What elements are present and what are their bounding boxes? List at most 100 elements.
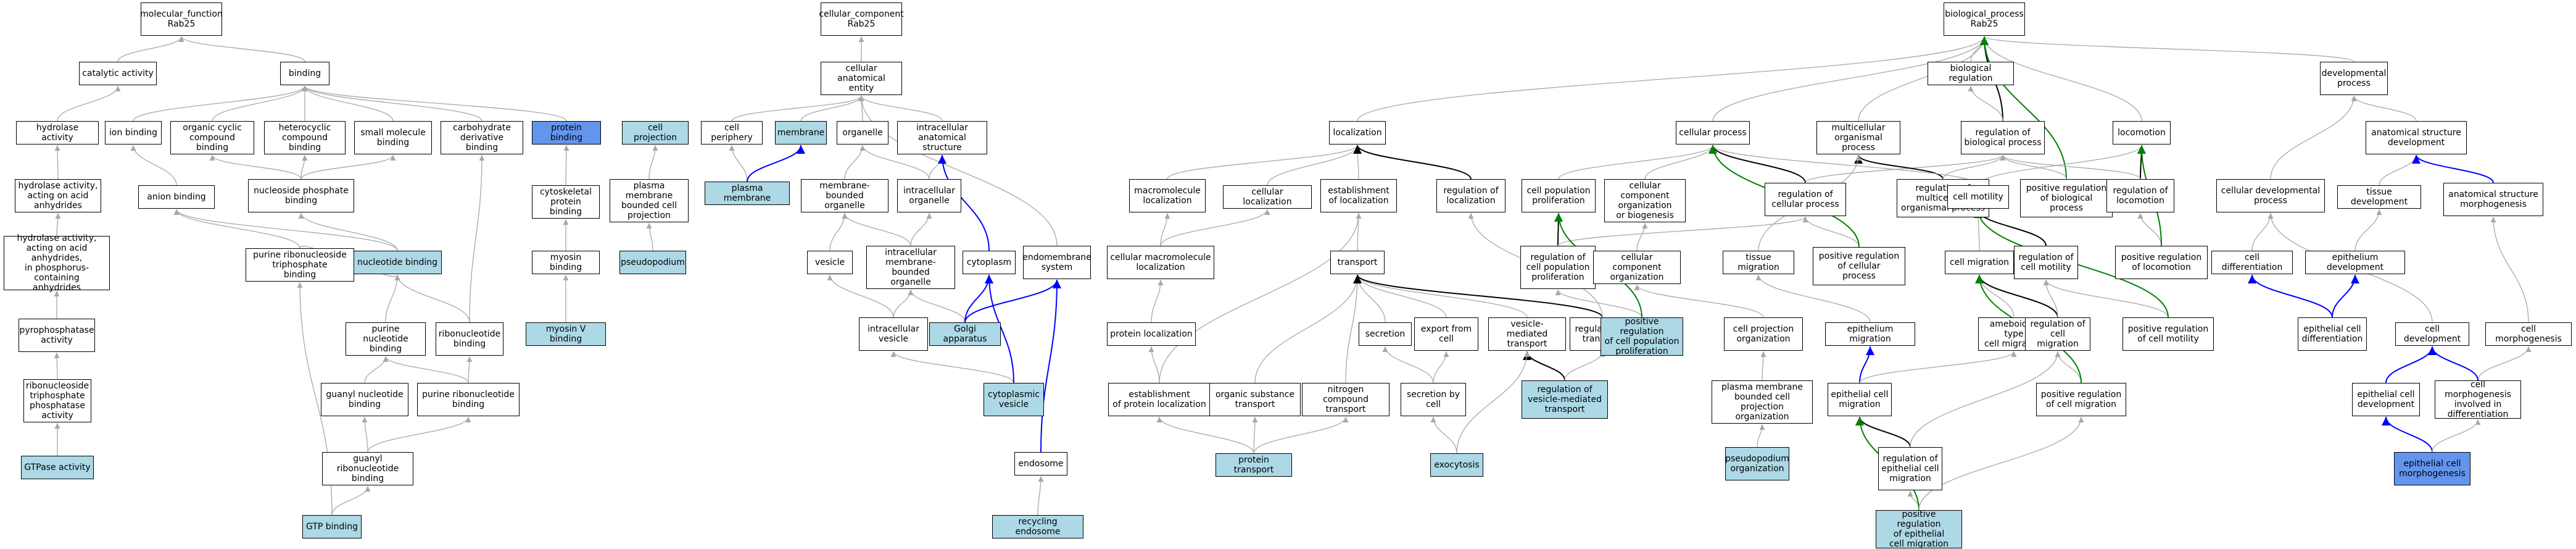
edge-prottrans-to-nitrogen	[1253, 416, 1349, 454]
edge-asm-to-asd	[2412, 154, 2494, 183]
edge-exocytosis-to-secbycell	[1430, 416, 1457, 454]
edge-regmulti-to-multicell	[1854, 154, 1944, 180]
edge-estloc-to-localization	[1354, 145, 1360, 180]
node-guanylnuc: guanyl nucleotide binding	[321, 383, 408, 416]
edge-hydah-to-hyd	[54, 145, 60, 180]
edge-nucphos-to-hetcyc	[300, 154, 308, 180]
edge-iv-to-vesicle	[827, 274, 894, 318]
edge-pm-to-membrane	[747, 145, 805, 182]
node-pmbcp: plasma membrane bounded cell projection	[610, 179, 689, 222]
edge-multicell-to-bp	[1858, 36, 1987, 122]
node-regcpp: regulation of cell population proliferat…	[1520, 246, 1596, 289]
edge-cellmorph-to-asm	[2490, 216, 2529, 323]
edge-asd-to-devproc	[2351, 95, 2417, 122]
node-binding: binding	[280, 62, 329, 85]
edge-locomotion-to-bp	[1981, 36, 2142, 122]
node-orgsub: organic substance transport	[1209, 383, 1301, 416]
node-asm: anatomical structure morphogenesis	[2443, 183, 2543, 216]
node-regcellmot: regulation of cell motility	[2014, 246, 2078, 279]
edge-ribonuc-to-nucleotide	[394, 274, 470, 323]
edge-pmbcp-to-cellproj	[648, 145, 658, 180]
edge-protloc-to-cellmacroloc	[1151, 279, 1164, 323]
node-gtpb: GTP binding	[302, 515, 362, 539]
edge-pmbcpo-to-cpo	[1760, 351, 1766, 381]
node-posregcp: positive regulation of cellular process	[1813, 247, 1905, 285]
edge-nucleotide-to-nucphos	[298, 212, 398, 251]
edges-layer	[54, 36, 2532, 516]
node-orgcyc: organic cyclic compound binding	[170, 121, 254, 154]
node-cellproj: cell projection	[622, 121, 689, 145]
node-cellloc: cellular localization	[1223, 185, 1312, 209]
node-posregepimig: positive regulation of epithelial cell m…	[1876, 509, 1962, 549]
edge-purintp-to-anion	[173, 209, 300, 249]
edge-recycling-to-endosome	[1037, 476, 1044, 516]
edge-cco-to-ccob	[1636, 222, 1648, 251]
node-cellmorph: cell morphogenesis	[2485, 322, 2572, 346]
node-estprotloc: establishment of protein localization	[1108, 383, 1211, 416]
edge-imbo-to-io	[910, 212, 932, 246]
edge-macroloc-to-localization	[1167, 145, 1360, 180]
edge-anion-to-ionb	[130, 145, 177, 186]
edge-purineribo-to-ribonuc	[466, 356, 473, 383]
node-transport: transport	[1330, 251, 1385, 274]
node-cmid: cell morphogenesis involved in different…	[2435, 380, 2521, 419]
node-celldiff: cell differentiation	[2211, 251, 2293, 274]
edge-vesmed-to-transport	[1354, 274, 1528, 318]
node-tissuedev: tissue development	[2337, 185, 2421, 209]
edge-guanylnuc-to-purinenuc	[364, 356, 389, 383]
edge-endosome-to-endomem	[1040, 279, 1061, 453]
edge-regcellproc-to-regbp	[1805, 154, 2006, 183]
edge-regmulti-to-regbp	[1942, 154, 2006, 180]
edge-purinenuc-to-nucleotide	[385, 274, 400, 323]
edge-epicellmorph-to-epicelldev	[2382, 416, 2433, 453]
node-purintp: purine ribonucleoside triphosphate bindi…	[246, 248, 354, 282]
edge-epicellmig-to-epimig	[1859, 346, 1874, 383]
node-cytoplasm: cytoplasm	[963, 251, 1016, 274]
edge-prottrans-to-orgsub	[1252, 416, 1258, 454]
node-secbycell: secretion by cell	[1401, 383, 1466, 416]
edge-estprotloc-to-estloc	[1159, 212, 1362, 383]
node-regbp: regulation of biological process	[1961, 121, 2045, 154]
node-celldev: cell development	[2395, 322, 2469, 346]
edge-orgcyc-to-binding	[212, 85, 308, 122]
edge-orgsub-to-transport	[1254, 274, 1360, 383]
edge-ribonuc-to-carbo	[469, 154, 485, 323]
node-multicell: multicellular organismal process	[1816, 121, 1900, 154]
node-cellmot: cell motility	[1947, 185, 2009, 209]
edge-celldiff-to-celldevproc	[2251, 212, 2274, 251]
edge-membrane-to-cae	[800, 95, 864, 122]
edge-regepimig-to-regcellmig	[1910, 351, 2061, 448]
edge-io-to-organelle	[859, 145, 930, 180]
node-posregcellmig: positive regulation of cell migration	[2036, 383, 2126, 416]
node-vesicle: vesicle	[807, 251, 853, 274]
node-pm: plasma membrane	[705, 182, 790, 205]
node-localization: localization	[1329, 121, 1386, 145]
edge-regvesmed-to-regtrans	[1564, 351, 1605, 381]
edge-mbo-to-organelle	[844, 145, 866, 180]
node-myosin5: myosin V binding	[526, 322, 606, 346]
edge-nucleotide-to-anion	[173, 209, 398, 251]
node-epicellmorph: epithelial cell morphogenesis	[2394, 452, 2470, 485]
node-cco: cellular component organization	[1593, 251, 1681, 284]
node-cc: cellular_component Rab25	[819, 2, 904, 36]
edge-regcellproc-to-cellproc	[1708, 145, 1806, 183]
node-devproc: developmental process	[2320, 62, 2388, 95]
edge-prottrans-to-estprotloc	[1156, 416, 1254, 454]
edge-regbp-to-bioreg	[1968, 85, 2003, 122]
edge-posregbp-to-bp	[1980, 36, 2067, 180]
edge-cytoplasm-to-ias	[938, 154, 990, 251]
edge-nitrogen-to-transport	[1345, 274, 1360, 383]
edge-exocytosis-to-vesmed	[1456, 351, 1530, 454]
edge-ccob-to-cellproc	[1644, 145, 1716, 180]
node-tissuemig: tissue migration	[1723, 251, 1794, 274]
node-ppase: pyrophosphatase activity	[19, 319, 95, 352]
node-ionb: ion binding	[105, 121, 162, 145]
edge-devproc-to-bp	[1981, 36, 2354, 62]
node-nucleotide: nucleotide binding	[353, 251, 442, 274]
edge-nucphos-to-orgcyc	[209, 154, 302, 180]
node-cytovesicle: cytoplasmic vesicle	[984, 383, 1044, 416]
node-posregbp: positive regulation of biological proces…	[2020, 179, 2113, 217]
node-cat: catalytic activity	[79, 62, 157, 85]
edge-smallmol-to-binding	[302, 85, 394, 122]
